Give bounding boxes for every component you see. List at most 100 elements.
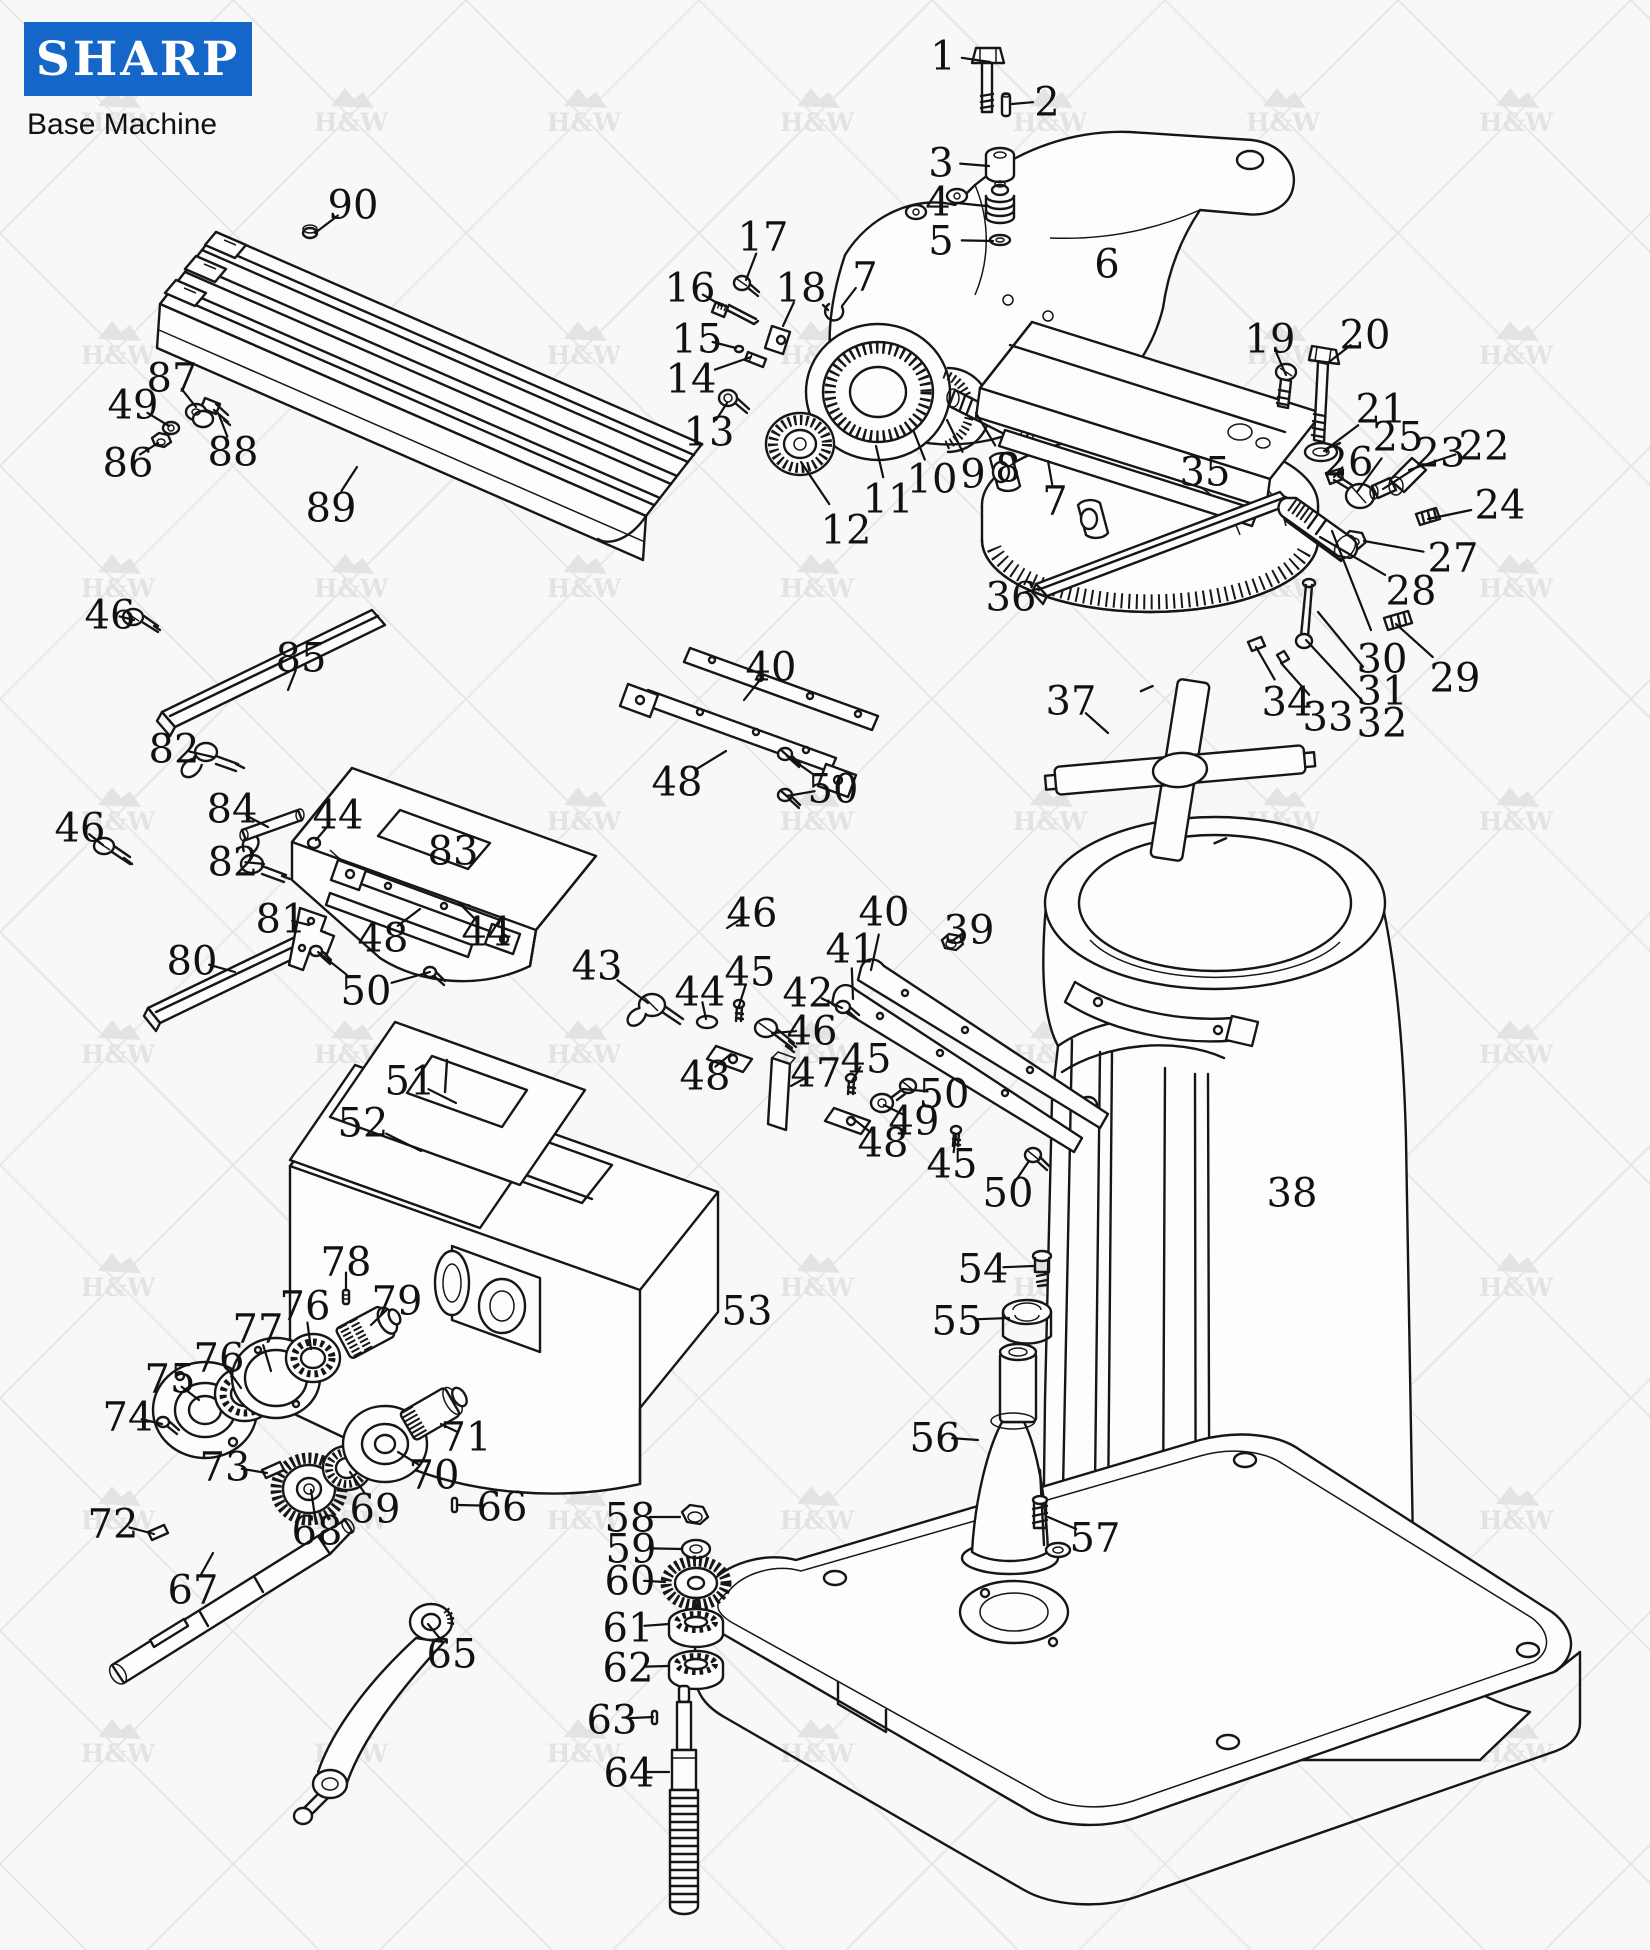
leader-line-18 (781, 301, 795, 328)
leader-line-88 (217, 413, 229, 438)
callout-83: 83 (428, 828, 479, 874)
part-elevating-screw-64 (668, 1684, 700, 1916)
part-shaft-67 (108, 1518, 355, 1685)
part-pin-2 (1000, 92, 1012, 118)
leader-line-4 (956, 201, 988, 208)
callout-68: 68 (292, 1508, 343, 1554)
leader-line-15 (711, 340, 738, 350)
leader-line-87 (180, 387, 198, 409)
part-nut-58 (680, 1503, 710, 1526)
callout-46: 46 (727, 890, 778, 936)
leader-line-50 (785, 754, 816, 777)
callout-46: 46 (787, 1008, 838, 1054)
callout-79: 79 (372, 1278, 423, 1324)
callout-25: 25 (1373, 414, 1424, 460)
callout-39: 39 (944, 907, 995, 953)
leader-line-5 (960, 239, 995, 243)
callout-41: 41 (826, 926, 877, 972)
part-screw-45c (949, 1124, 963, 1148)
part-pin-72 (146, 1523, 170, 1542)
callout-72: 72 (88, 1501, 139, 1547)
callout-12: 12 (821, 507, 872, 553)
part-screw-78 (341, 1288, 351, 1306)
leader-line-49 (882, 1103, 904, 1116)
callout-28: 28 (1386, 568, 1437, 614)
part-pin-84 (239, 808, 305, 842)
leader-line-55 (976, 1316, 1011, 1321)
callout-37: 37 (1046, 678, 1097, 724)
leader-line-79 (369, 1308, 388, 1327)
leader-line-32 (1304, 638, 1363, 702)
leader-line-44 (701, 1001, 708, 1021)
callout-29: 29 (1430, 655, 1481, 701)
leader-line-20 (1327, 344, 1352, 364)
leader-line-34 (1254, 645, 1276, 681)
callout-60: 60 (605, 1558, 656, 1604)
leader-line-48 (695, 749, 728, 771)
callout-9: 9 (960, 451, 985, 497)
callout-85: 85 (276, 635, 327, 681)
leader-line-48 (396, 907, 422, 927)
leader-line-84 (245, 814, 270, 829)
callout-2: 2 (1034, 79, 1059, 125)
leader-line-23 (1381, 465, 1419, 491)
leader-line-59 (650, 1547, 684, 1551)
part-bearing-ring-11 (804, 322, 952, 462)
leader-line-28 (1318, 535, 1387, 577)
callout-69: 69 (350, 1486, 401, 1532)
callout-62: 62 (603, 1645, 654, 1691)
part-bevel-gear-60 (660, 1555, 732, 1611)
callout-64: 64 (604, 1750, 655, 1796)
part-bolt-1 (970, 46, 1006, 114)
leader-line-86 (138, 441, 160, 456)
leader-line-76 (226, 1368, 243, 1390)
callout-80: 80 (167, 938, 218, 984)
callout-66: 66 (477, 1484, 528, 1530)
part-pin-73 (260, 1460, 286, 1480)
leader-line-40 (869, 933, 880, 972)
part-pin-66 (450, 1496, 459, 1514)
callout-63: 63 (587, 1697, 638, 1743)
part-crank-65 (292, 1602, 455, 1826)
part-washer-5 (988, 233, 1012, 247)
leader-line-90 (313, 214, 339, 235)
part-base (693, 1433, 1582, 1906)
leader-line-2 (1010, 101, 1035, 106)
callout-49: 49 (108, 382, 159, 428)
part-gib-strip-40 (682, 646, 880, 732)
leader-line-7 (1046, 459, 1054, 486)
callout-23: 23 (1415, 430, 1466, 476)
leader-line-31 (1316, 610, 1365, 668)
callout-19: 19 (1245, 316, 1296, 362)
callout-48: 48 (358, 915, 409, 961)
part-screw-42 (834, 999, 861, 1021)
leader-line-11 (874, 444, 885, 479)
leader-line-69 (348, 1470, 367, 1495)
leader-line-50 (901, 1087, 929, 1093)
callout-38: 38 (1267, 1170, 1318, 1216)
part-guard-51 (328, 1020, 587, 1187)
callout-74: 74 (103, 1394, 154, 1440)
callout-24: 24 (1475, 482, 1526, 528)
callout-20: 20 (1340, 312, 1391, 358)
leader-line-66 (456, 1503, 486, 1507)
part-screws-50-left (308, 944, 447, 987)
callout-21: 21 (1356, 386, 1407, 432)
callout-11: 11 (863, 476, 914, 522)
part-pinion-79 (335, 1305, 402, 1359)
part-screw-54 (1031, 1249, 1053, 1288)
leader-line-43 (616, 979, 650, 1005)
callout-34: 34 (1262, 679, 1313, 725)
leader-line-19 (1275, 351, 1288, 377)
callout-32: 32 (1357, 700, 1408, 746)
callout-36: 36 (986, 574, 1037, 620)
leader-line-62 (643, 1664, 671, 1668)
leader-line-50 (316, 950, 348, 976)
part-washer-49a-hole (167, 424, 175, 432)
leader-line-36 (1021, 586, 1043, 594)
leader-line-76 (306, 1321, 313, 1351)
part-screw-50d (1023, 1146, 1051, 1172)
part-block-18 (763, 324, 792, 356)
